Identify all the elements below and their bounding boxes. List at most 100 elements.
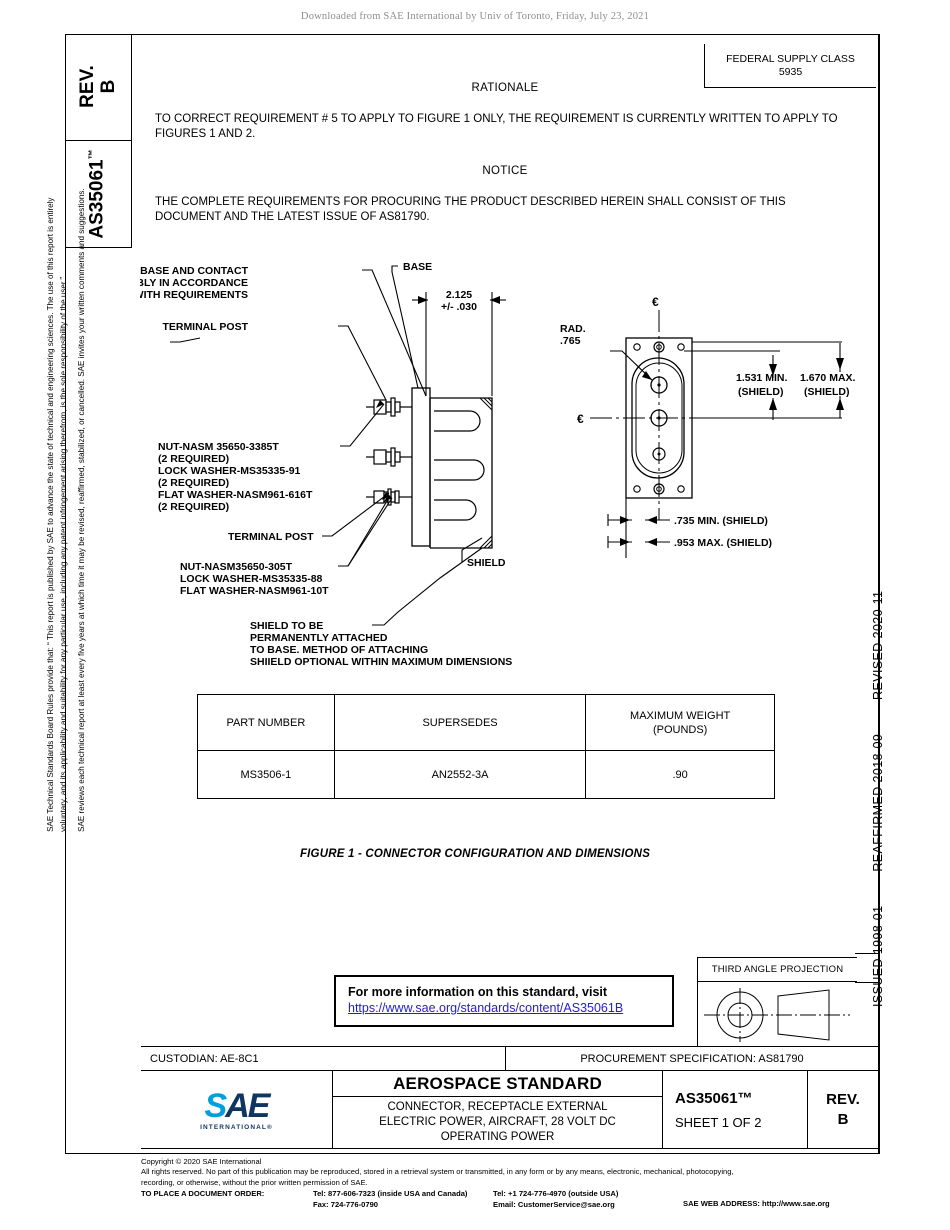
third-angle-projection-box: THIRD ANGLE PROJECTION [697, 957, 857, 1047]
title-block-sheet: SHEET 1 OF 2 [675, 1114, 762, 1130]
copyright-line: Copyright © 2020 SAE International [141, 1157, 262, 1166]
hw-bot-2: LOCK WASHER-MS35335-88 [180, 573, 323, 585]
note-1: SHIELD TO BE [250, 620, 323, 632]
parts-table: PART NUMBER SUPERSEDES MAXIMUM WEIGHT (P… [197, 694, 775, 799]
doc-number-tab-label: AS35061 [87, 159, 109, 239]
standard-description-line1: CONNECTOR, RECEPTACLE EXTERNAL [387, 1101, 608, 1113]
third-angle-projection-title: THIRD ANGLE PROJECTION [698, 958, 857, 982]
legal-line-2: voluntary, and its applicability and sui… [58, 276, 68, 832]
title-block-rev-value: B [837, 1110, 849, 1128]
sae-logo: SAE INTERNATIONAL® [141, 1071, 333, 1148]
dim-953: .953 MAX. (SHIELD) [674, 537, 772, 549]
sae-logo-s: S [204, 1086, 228, 1125]
dim-735: .735 MIN. (SHIELD) [674, 515, 768, 527]
standard-description-line2: ELECTRIC POWER, AIRCRAFT, 28 VOLT DC [379, 1116, 616, 1128]
title-block-number: AS35061™ SHEET 1 OF 2 [663, 1071, 808, 1148]
date-separator-2 [855, 982, 878, 984]
standard-url-link[interactable]: https://www.sae.org/standards/content/AS… [348, 1001, 624, 1015]
order-tel-inside: Tel: 877-606-7323 (inside USA and Canada… [313, 1189, 468, 1199]
dim-1531-b: (SHIELD) [738, 386, 784, 398]
rev-tab: REV. B [65, 34, 132, 141]
table-header-max-weight-line1: MAXIMUM WEIGHT [630, 709, 731, 722]
dim-1670-a: 1.670 MAX. [800, 372, 856, 384]
procurement-spec-cell: PROCUREMENT SPECIFICATION: AS81790 [580, 1052, 804, 1065]
order-info-row: TO PLACE A DOCUMENT ORDER: Tel: 877-606-… [141, 1189, 901, 1210]
document-body: RATIONALE TO CORRECT REQUIREMENT # 5 TO … [155, 82, 855, 224]
title-block-doc-number: AS35061™ [675, 1089, 753, 1107]
rights-line-2: recording, or otherwise, without the pri… [141, 1177, 368, 1187]
sae-logo-ae: AE [225, 1086, 270, 1125]
dates-margin: ISSUED 1998-01 REAFFIRMED 2018-09 REVISE… [871, 591, 885, 1008]
hw-top-4: (2 REQUIRED) [158, 477, 229, 489]
order-tel-outside: Tel: +1 724-776-4970 (outside USA) [493, 1189, 619, 1199]
fsc-title: FEDERAL SUPPLY CLASS [726, 52, 855, 65]
notice-text: THE COMPLETE REQUIREMENTS FOR PROCURING … [155, 196, 786, 223]
figure-caption: FIGURE 1 - CONNECTOR CONFIGURATION AND D… [299, 848, 651, 860]
standard-description: CONNECTOR, RECEPTACLE EXTERNAL ELECTRIC … [333, 1097, 662, 1148]
doc-number-tab: AS35061™ [65, 141, 132, 248]
table-header-max-weight: MAXIMUM WEIGHT (POUNDS) [585, 694, 775, 751]
label-terminal-post-mid: TERMINAL POST [228, 531, 314, 543]
table-header-row: PART NUMBER SUPERSEDES MAXIMUM WEIGHT (P… [197, 694, 775, 751]
cell-supersedes: AN2552-3A [333, 750, 587, 799]
table-row: MS3506-1 AN2552-3A .90 [197, 750, 775, 799]
more-information-box[interactable]: For more information on this standard, v… [334, 975, 674, 1027]
cell-part-number: MS3506-1 [197, 750, 335, 799]
sheet-border [65, 34, 880, 1154]
order-fax: Fax: 724-776-0790 [313, 1199, 379, 1209]
figure-1-drawing: BASE BASE AND CONTACT ASSEMBLY IN ACCORD… [140, 248, 880, 678]
order-contact-column: Tel: +1 724-776-4970 (outside USA) Email… [493, 1189, 683, 1210]
fsc-code: 5935 [778, 65, 803, 78]
third-angle-projection-symbol [704, 988, 850, 1042]
hw-bot-1: NUT-NASM35650-305T [180, 561, 293, 573]
rationale-heading: RATIONALE [471, 82, 539, 94]
federal-supply-class-box: FEDERAL SUPPLY CLASS 5935 [704, 44, 876, 88]
hw-top-1: NUT-NASM 35650-3385T [158, 441, 279, 453]
legal-line-1: SAE Technical Standards Board Rules prov… [46, 197, 56, 832]
label-base-contact-3: WITH REQUIREMENTS [140, 289, 248, 301]
hw-top-5: FLAT WASHER-NASM961-616T [158, 489, 313, 501]
order-email: Email: CustomerService@sae.org [493, 1199, 615, 1209]
trademark-symbol: ™ [87, 149, 99, 160]
date-separator-1 [855, 953, 878, 955]
more-information-label: For more information on this standard, v… [348, 985, 608, 999]
download-banner: Downloaded from SAE International by Uni… [300, 11, 650, 22]
rights-line-1: All rights reserved. No part of this pub… [141, 1167, 734, 1177]
label-rad-1: RAD. [560, 323, 586, 335]
rationale-text: TO CORRECT REQUIREMENT # 5 TO APPLY TO F… [155, 113, 838, 140]
cell-max-weight: .90 [585, 750, 775, 799]
order-label: TO PLACE A DOCUMENT ORDER: [141, 1189, 265, 1199]
sae-logo-mark: SAE [204, 1086, 271, 1125]
sae-logo-subtitle: INTERNATIONAL® [200, 1123, 273, 1131]
table-header-max-weight-line2: (POUNDS) [652, 723, 708, 736]
sheet-border-right [878, 34, 880, 1154]
dim-1531-a: 1.531 MIN. [736, 372, 787, 384]
standard-type: AEROSPACE STANDARD [333, 1071, 662, 1097]
centerline-symbol-top: € [652, 295, 659, 309]
dim-1670-b: (SHIELD) [804, 386, 850, 398]
note-4: SHIIELD OPTIONAL WITHIN MAXIMUM DIMENSIO… [250, 656, 512, 668]
label-base: BASE [403, 261, 432, 273]
label-rad-2: .765 [560, 335, 581, 347]
legal-margin-text: SAE Technical Standards Board Rules prov… [45, 92, 89, 832]
hw-top-2: (2 REQUIRED) [158, 453, 229, 465]
custodian-cell: CUSTODIAN: AE-8C1 [141, 1047, 506, 1070]
title-block-rev: REV. B [808, 1071, 878, 1148]
issued-date: ISSUED 1998-01 [871, 905, 885, 1008]
dim-length-1: 2.125 [446, 289, 472, 301]
dim-length-2: +/- .030 [441, 301, 477, 313]
label-shield: SHIELD [467, 557, 506, 569]
order-phone-column: Tel: 877-606-7323 (inside USA and Canada… [313, 1189, 493, 1210]
label-base-contact-1: BASE AND CONTACT [140, 265, 248, 277]
note-3: TO BASE. METHOD OF ATTACHING [250, 644, 428, 656]
legal-line-3: SAE reviews each technical report at lea… [77, 188, 87, 832]
standard-description-line3: OPERATING POWER [440, 1131, 555, 1143]
order-web-address: SAE WEB ADDRESS: http://www.sae.org [683, 1199, 830, 1209]
custodian-row: CUSTODIAN: AE-8C1 PROCUREMENT SPECIFICAT… [141, 1046, 878, 1071]
label-base-contact-2: ASSEMBLY IN ACCORDANCE [140, 277, 248, 289]
centerline-symbol-left: € [577, 412, 584, 426]
title-block-rev-label: REV. [826, 1090, 860, 1108]
note-2: PERMANENTLY ATTACHED [250, 632, 388, 644]
title-block-description: AEROSPACE STANDARD CONNECTOR, RECEPTACLE… [333, 1071, 663, 1148]
hw-bot-3: FLAT WASHER-NASM961-10T [180, 585, 329, 597]
